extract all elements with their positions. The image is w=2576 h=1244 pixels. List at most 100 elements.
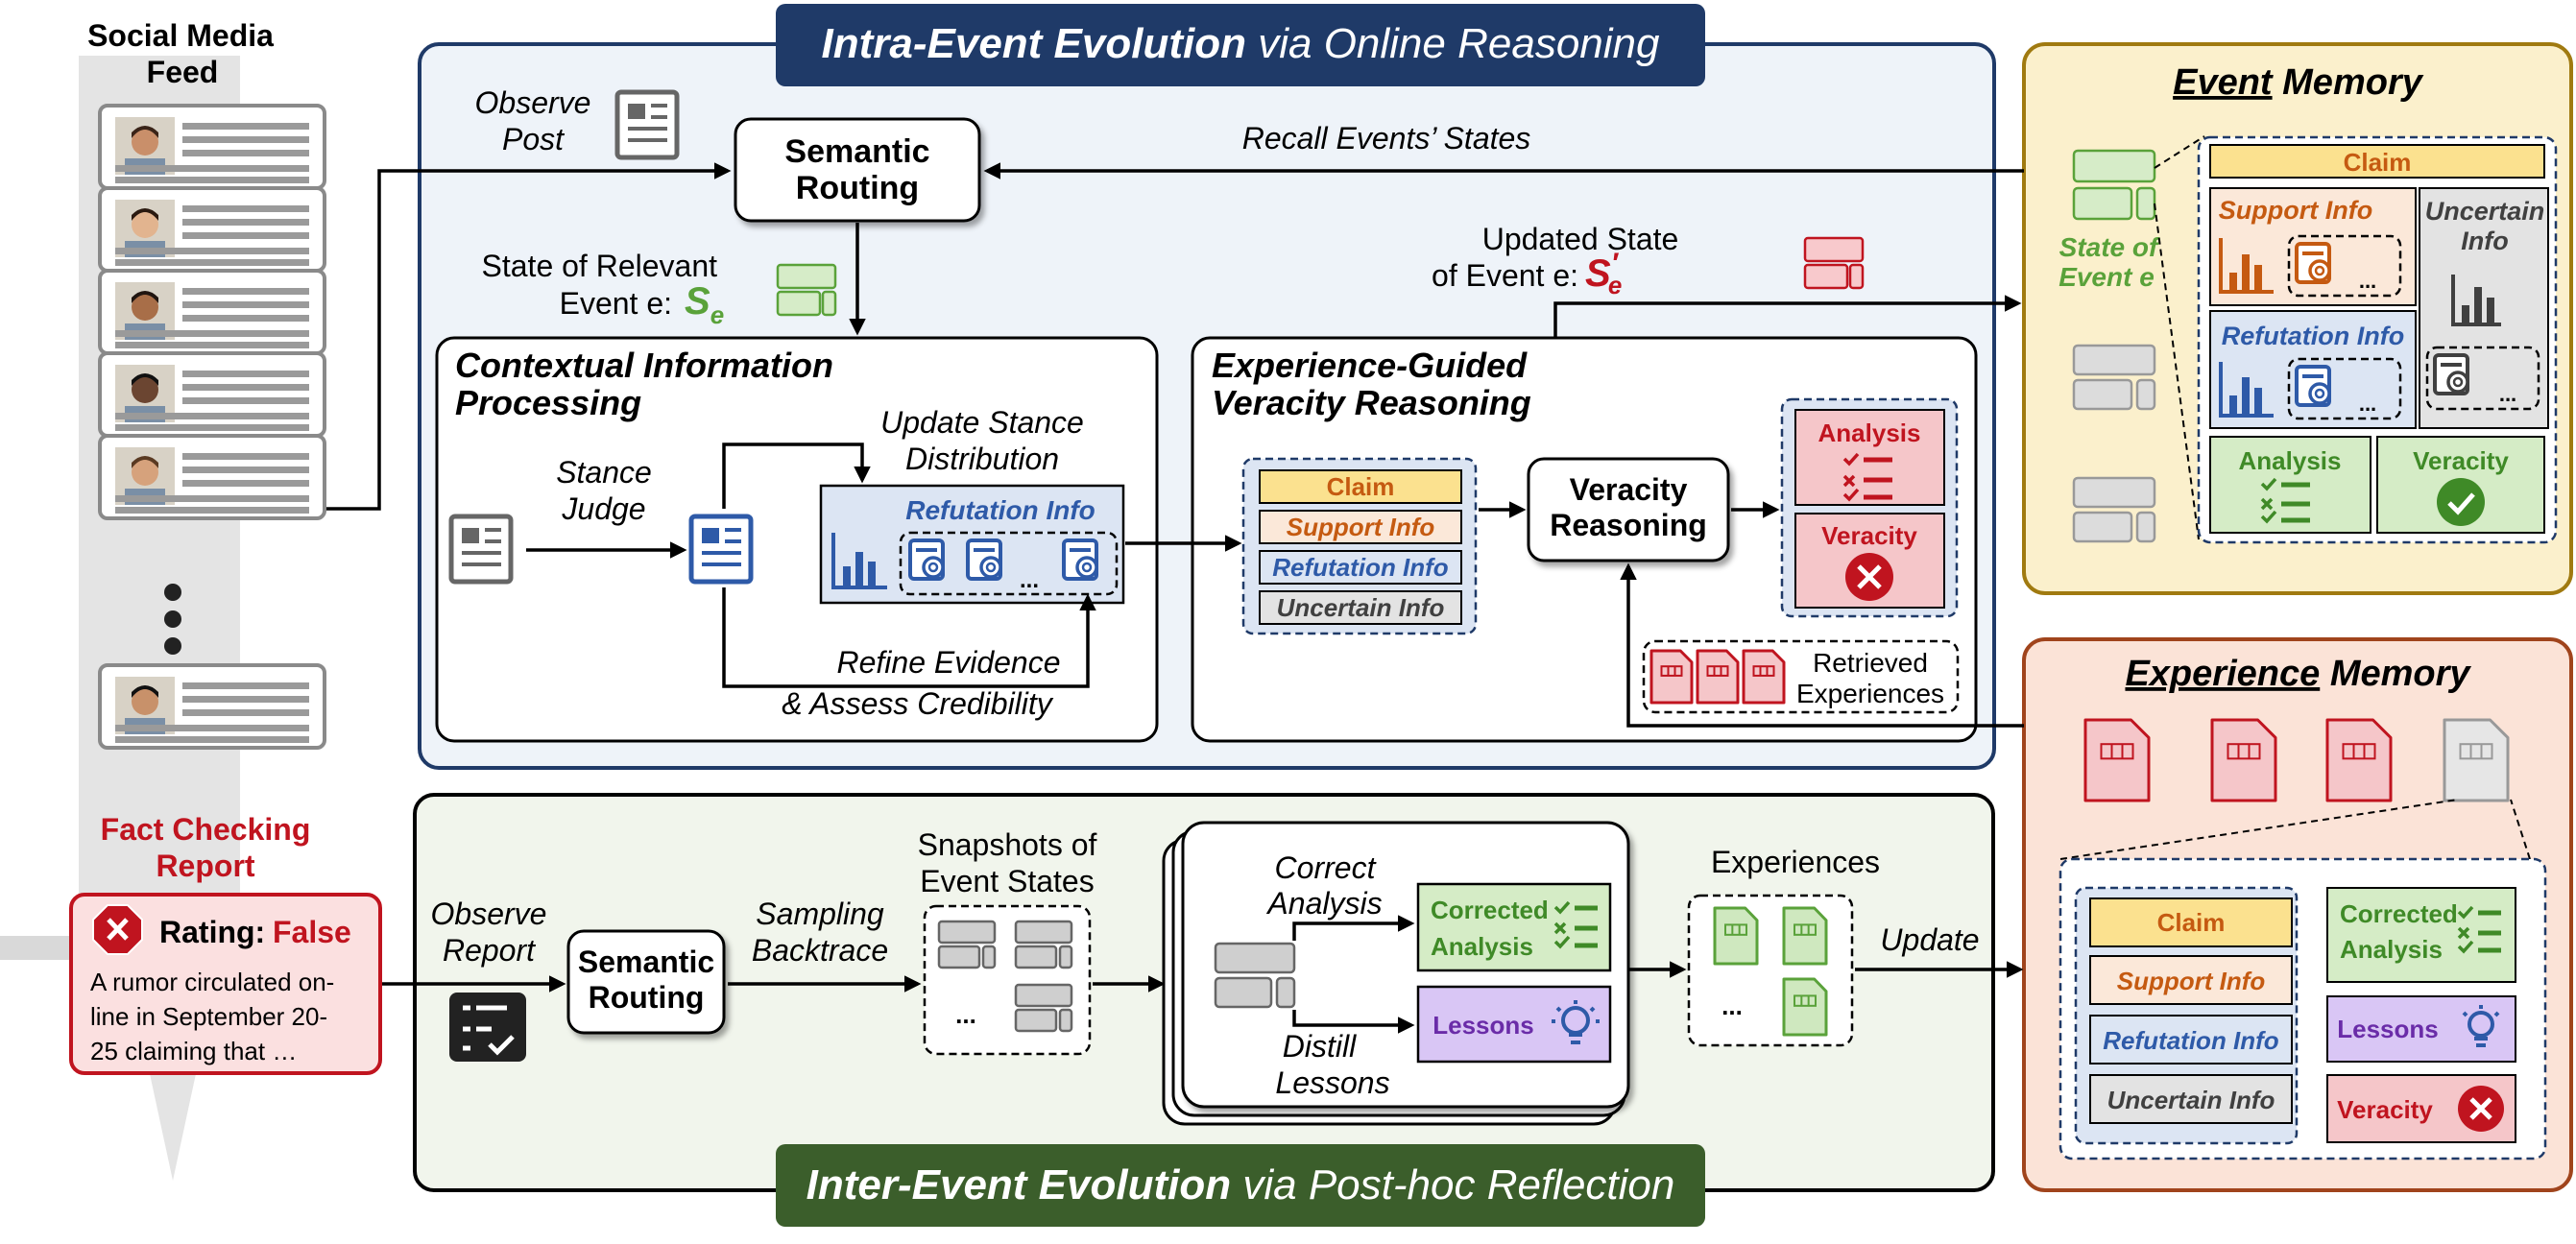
retrieved-experiences-group: Retrieved Experiences <box>1642 639 1960 714</box>
news-icon <box>614 89 680 160</box>
feed-post-card <box>98 186 326 273</box>
svg-text:Analysis: Analysis <box>2239 446 2342 475</box>
svg-text:Uncertain Info: Uncertain Info <box>2107 1086 2275 1114</box>
svg-text:...: ... <box>1721 992 1743 1020</box>
state-of-event-label: Event e <box>2058 262 2155 292</box>
experience-memory-title: Experience Memory <box>2125 654 2471 694</box>
experience-card-icon <box>2210 718 2277 802</box>
svg-text:Retrieved: Retrieved <box>1813 648 1928 678</box>
checklist-icon-green <box>1553 900 1598 949</box>
svg-text:Lessons: Lessons <box>1432 1011 1534 1040</box>
lightbulb-icon <box>1552 1000 1600 1044</box>
experience-card-icon <box>1713 906 1759 966</box>
updated-state-label: Updated State <box>1482 222 1679 256</box>
evidence-icon <box>908 538 945 581</box>
refine-label: & Assess Credibility <box>782 686 1054 721</box>
report-checklist-icon <box>449 993 526 1062</box>
svg-text:...: ... <box>2499 382 2516 406</box>
bar-chart-icon <box>2219 238 2274 294</box>
experience-card-icon <box>1696 649 1740 705</box>
egvr-title: Experience-Guided <box>1212 346 1528 385</box>
sampling-label: Sampling <box>756 897 884 931</box>
cip-title: Contextual Information <box>455 346 833 385</box>
inter-banner <box>776 1144 1705 1227</box>
state-icon-green <box>2072 149 2156 221</box>
svg-text:Lessons: Lessons <box>2337 1015 2439 1043</box>
flow-arrows <box>326 162 2024 1034</box>
svg-text:Refutation Info: Refutation Info <box>2103 1026 2279 1055</box>
feed-post-card <box>98 434 326 520</box>
svg-text:Support Info: Support Info <box>1287 513 1435 541</box>
svg-text:Claim: Claim <box>1327 472 1395 501</box>
rating-value: False <box>273 915 351 949</box>
snapshots-group: ... <box>923 904 1092 1056</box>
distill-lessons-label: Lessons <box>1275 1065 1389 1100</box>
report-title: Fact Checking <box>101 812 311 847</box>
inter-banner-title: Inter-Event Evolution via Post-hoc Refle… <box>807 1161 1675 1208</box>
lessons-box <box>1416 985 1612 1064</box>
experience-card-icon <box>1782 906 1828 966</box>
document-icon-blue <box>688 514 754 585</box>
event-memory-title: Event Memory <box>2173 62 2424 103</box>
evidence-icon <box>2295 242 2331 284</box>
report-text: 25 claiming that … <box>90 1037 297 1065</box>
stance-judge-label: Judge <box>561 491 645 526</box>
checklist-icon-red <box>1842 452 1892 502</box>
observe-post-label: Observe <box>475 85 591 120</box>
svg-text:...: ... <box>2359 392 2376 416</box>
intra-banner <box>776 4 1705 86</box>
svg-text:Support Info: Support Info <box>2219 196 2372 225</box>
checklist-icon-green <box>2260 477 2310 524</box>
update-stance-label: Update Stance <box>880 405 1084 440</box>
state-relevant-label: Event e: <box>560 286 672 321</box>
state-relevant-label: State of Relevant <box>482 249 718 283</box>
snapshots-label: Event States <box>920 864 1094 898</box>
svg-text:Veracity: Veracity <box>1821 521 1917 550</box>
evidence-icon <box>2433 353 2469 395</box>
cip-title: Processing <box>455 383 641 422</box>
sampling-label: Backtrace <box>752 933 888 968</box>
svg-text:Analysis: Analysis <box>1431 932 1533 961</box>
experience-card-icon <box>2443 718 2510 802</box>
semantic-routing-label: Semantic <box>784 133 929 170</box>
more-posts-dot <box>164 610 181 628</box>
semantic-routing-node-inter <box>566 929 726 1035</box>
observe-post-label: Post <box>502 122 565 156</box>
svg-text:Analysis: Analysis <box>1818 419 1921 447</box>
distill-lessons-label: Distill <box>1283 1029 1357 1064</box>
svg-text:Claim: Claim <box>2157 908 2226 937</box>
state-of-event-label: State of <box>2059 232 2160 262</box>
evidence-icon <box>2295 365 2331 407</box>
svg-text:Support Info: Support Info <box>2117 967 2266 995</box>
snapshots-label: Snapshots of <box>918 827 1097 862</box>
checklist-icon-green <box>2457 905 2501 954</box>
svg-text:Veracity: Veracity <box>2337 1095 2433 1124</box>
feed-post-card <box>98 269 326 355</box>
rating-label: Rating: <box>159 915 265 949</box>
report-text: A rumor circulated on- <box>90 968 334 996</box>
experience-card-icon <box>2325 718 2393 802</box>
intra-event-panel: Intra-Event Evolution via Online Reasoni… <box>418 4 1996 770</box>
correct-analysis-label: Analysis <box>1265 886 1382 921</box>
svg-text:Routing: Routing <box>589 980 705 1015</box>
experience-memory-panel: Experience Memory Claim Support Info Ref… <box>2022 637 2573 1192</box>
svg-text:Uncertain Info: Uncertain Info <box>1277 593 1445 622</box>
svg-text:...: ... <box>1020 567 1039 593</box>
refine-label: Refine Evidence <box>836 645 1060 680</box>
lightbulb-icon <box>2462 1005 2500 1047</box>
svg-text:Experiences: Experiences <box>1796 679 1944 708</box>
intra-banner-title: Intra-Event Evolution via Online Reasoni… <box>822 20 1661 67</box>
input-info-group: Claim Support Info Refutation Info Uncer… <box>1241 457 1478 635</box>
bar-chart-icon <box>2451 275 2501 326</box>
experience-card-icon <box>1649 649 1694 705</box>
svg-text:...: ... <box>955 1000 976 1029</box>
svg-text:Reasoning: Reasoning <box>1550 508 1707 542</box>
feed-post-card <box>98 663 326 750</box>
update-stance-label: Distribution <box>905 442 1059 476</box>
experience-card-icon <box>1742 649 1786 705</box>
experiences-label: Experiences <box>1711 845 1880 879</box>
update-label: Update <box>1880 922 1979 957</box>
feed-post-card <box>98 351 326 438</box>
svg-text:Analysis: Analysis <box>2340 935 2443 964</box>
more-posts-dot <box>164 584 181 601</box>
